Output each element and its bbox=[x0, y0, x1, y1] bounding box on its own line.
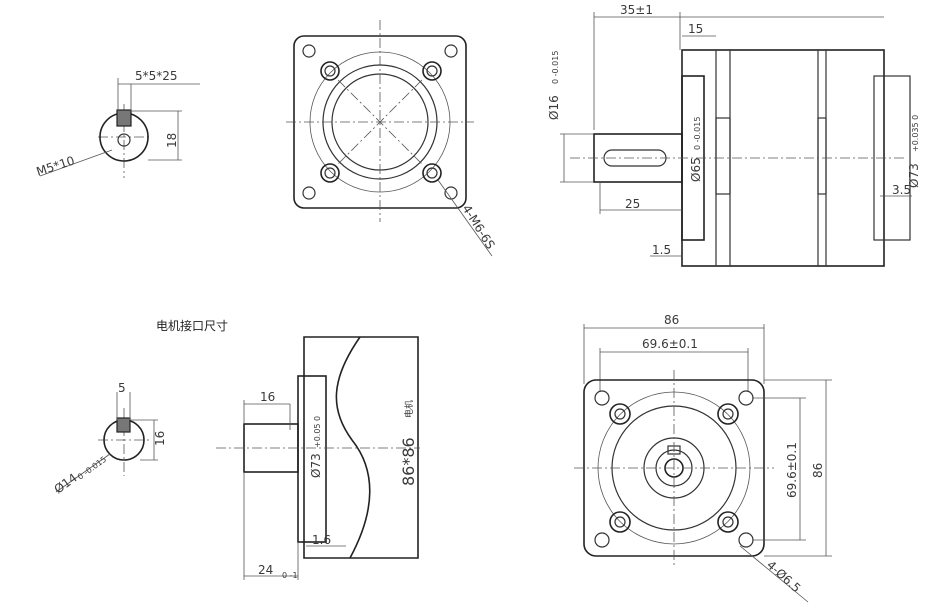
key-width-label: 5 bbox=[118, 381, 126, 395]
flange-thickness-label: 1.5 bbox=[652, 243, 671, 257]
overall-length-label: 35±1 bbox=[620, 3, 653, 17]
recess-depth-label: 1.6 bbox=[312, 533, 331, 547]
shaft-diameter-label: Ø16 bbox=[547, 95, 561, 120]
thread-label: M5*10 bbox=[35, 153, 77, 178]
bottom-motor-side-view: 16 Ø73 +0.05 0 86*86 电机 1.6 24 0 -1 bbox=[216, 336, 420, 580]
shaft-length-tol-2: 0 -1 bbox=[282, 571, 298, 580]
mounting-holes-label: 4-Ø6.5 bbox=[764, 558, 803, 596]
length-15-label: 15 bbox=[688, 22, 703, 36]
motor-interface-caption: 电机接口尺寸 bbox=[156, 318, 228, 333]
motor-size-suffix: 电机 bbox=[403, 400, 415, 418]
section-height-label-2: 16 bbox=[153, 431, 167, 446]
recess-diameter-label: Ø73 bbox=[309, 453, 323, 478]
rear-diameter-tol: +0.035 0 bbox=[911, 115, 920, 152]
bottom-motor-flange-view: 86 69.6±0.1 69.6±0.1 86 4-Ø6.5 bbox=[574, 313, 832, 603]
shaft-diameter-tol: 0 -0.015 bbox=[551, 51, 560, 84]
shaft-diameter-tol-2: 0 -0.015 bbox=[76, 455, 108, 482]
section-height-label: 18 bbox=[165, 133, 179, 148]
motor-size-label: 86*86 bbox=[399, 437, 418, 486]
pilot-diameter-tol: 0 -0.015 bbox=[693, 117, 702, 150]
hole-spacing-h-label: 69.6±0.1 bbox=[642, 337, 698, 351]
shaft-length-label: 25 bbox=[625, 197, 640, 211]
key-slot bbox=[116, 109, 132, 127]
rear-step-label: 3.5 bbox=[892, 183, 911, 197]
key-size-label: 5*5*25 bbox=[135, 69, 178, 83]
pilot-diameter-label: Ø65 bbox=[689, 157, 703, 182]
rear-diameter-label: Ø73 bbox=[907, 163, 921, 188]
key-slot-2 bbox=[116, 417, 131, 433]
recess-diameter-tol: +0.05 0 bbox=[313, 416, 322, 448]
flange-height-label: 86 bbox=[811, 463, 825, 478]
tapped-holes-label: 4-M6-6S bbox=[459, 202, 497, 251]
bottom-left-shaft-section: 5 16 Ø14 0 -0.015 bbox=[52, 381, 167, 496]
top-side-view: 35±1 15 Ø16 0 -0.015 Ø65 0 -0.015 25 1.5… bbox=[547, 3, 921, 267]
flange-width-label: 86 bbox=[664, 313, 679, 327]
hole-spacing-v-label: 69.6±0.1 bbox=[785, 442, 799, 498]
shaft-length-label-2: 24 bbox=[258, 563, 273, 577]
top-flange-front-view: 4-M6-6S bbox=[286, 20, 498, 257]
top-left-shaft-section: 5*5*25 18 M5*10 bbox=[35, 69, 200, 179]
key-length-label: 16 bbox=[260, 390, 275, 404]
